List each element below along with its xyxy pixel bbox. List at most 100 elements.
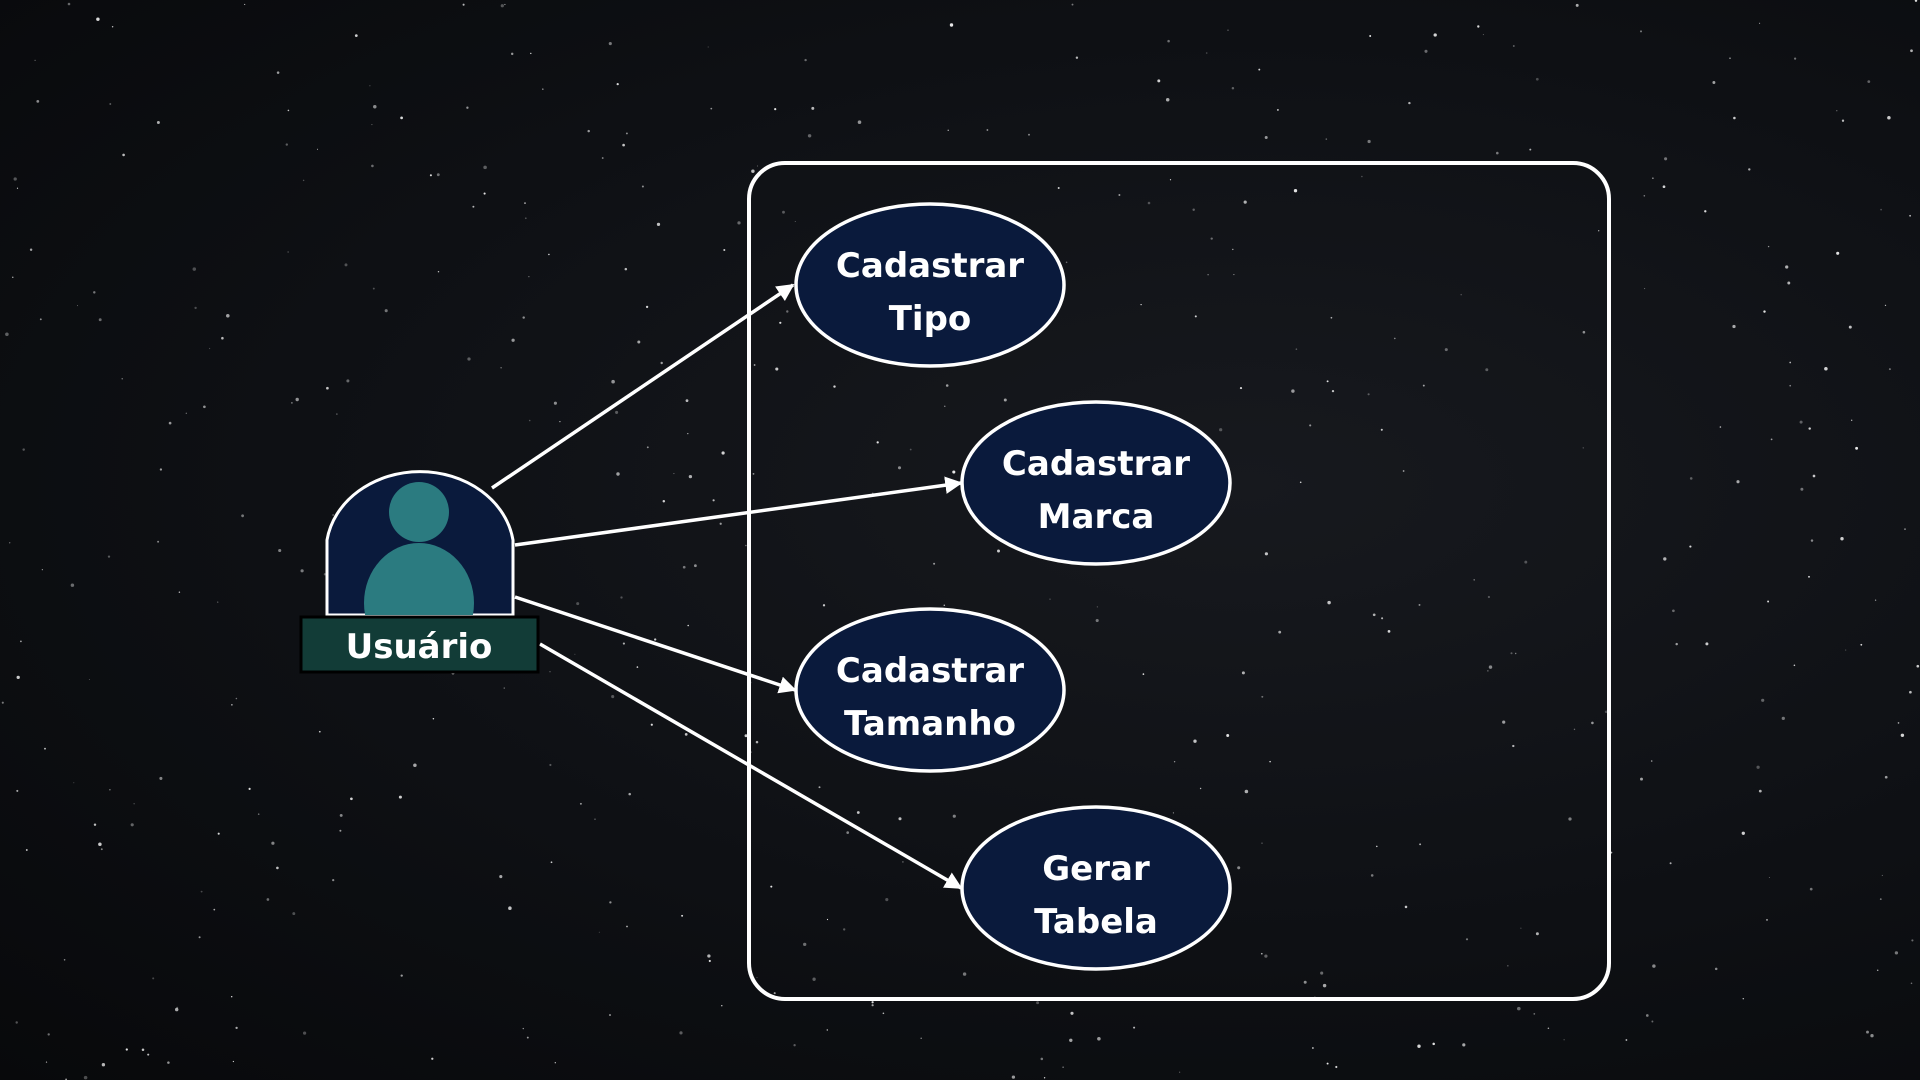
star [1663, 557, 1667, 561]
star [530, 52, 532, 55]
star [1496, 151, 1499, 155]
star [1133, 1026, 1136, 1029]
star [1514, 652, 1517, 655]
star [500, 367, 502, 369]
star [1157, 79, 1161, 83]
star [660, 361, 663, 365]
use-case-ellipse [794, 202, 1066, 368]
star [437, 270, 440, 273]
star [1880, 208, 1882, 211]
star [1591, 721, 1594, 725]
star [1824, 367, 1828, 371]
star [266, 898, 270, 901]
star [384, 309, 388, 313]
star [511, 338, 515, 342]
star [542, 88, 544, 90]
use-case-cadastrar-tipo[interactable]: Cadastrar Tipo [794, 202, 1066, 368]
star [371, 124, 373, 126]
star [1326, 380, 1329, 383]
star [933, 562, 936, 565]
star [1808, 575, 1810, 578]
star [483, 192, 486, 195]
star [1575, 3, 1579, 7]
star [528, 419, 531, 422]
star [1380, 428, 1383, 431]
star [1756, 765, 1760, 769]
star [1325, 138, 1328, 140]
star [1293, 189, 1298, 193]
star [687, 624, 690, 627]
star [1487, 595, 1491, 599]
star [1433, 33, 1437, 37]
star [793, 1044, 796, 1047]
star [1860, 643, 1863, 646]
star [1763, 310, 1766, 313]
star [554, 1062, 556, 1064]
star [1524, 560, 1528, 564]
star [611, 695, 615, 699]
star [756, 977, 758, 979]
star [1520, 927, 1522, 929]
star [159, 776, 163, 780]
star [1376, 845, 1378, 848]
star [1625, 1039, 1628, 1041]
star [1402, 470, 1405, 472]
star [1810, 539, 1814, 542]
star [13, 177, 17, 181]
use-case-cadastrar-marca[interactable]: Cadastrar Marca [960, 400, 1232, 566]
star [1748, 168, 1751, 171]
star [1547, 1027, 1550, 1029]
star [744, 734, 748, 738]
star [1003, 398, 1007, 402]
star [1845, 649, 1847, 651]
star [1071, 3, 1074, 6]
star [1278, 630, 1282, 634]
star [109, 103, 112, 105]
star [1040, 1057, 1044, 1061]
star [943, 604, 946, 607]
star [20, 640, 22, 643]
star [902, 861, 904, 863]
star [1291, 389, 1295, 393]
star [1767, 245, 1770, 248]
star [1243, 200, 1247, 204]
star [1848, 325, 1852, 329]
star [681, 914, 684, 917]
star [1870, 1034, 1874, 1038]
star [952, 814, 956, 818]
star [1233, 274, 1235, 276]
use-case-label-line1: Gerar [1042, 849, 1150, 889]
star [5, 332, 9, 337]
star [1227, 29, 1229, 31]
star [833, 385, 836, 388]
star [1640, 30, 1642, 33]
star [1836, 251, 1840, 255]
star [1916, 664, 1920, 668]
star [1167, 39, 1170, 43]
star [1173, 761, 1176, 763]
star [504, 3, 506, 6]
star [1742, 997, 1745, 1000]
star [628, 792, 631, 796]
star [1652, 177, 1654, 179]
star [39, 318, 42, 321]
actor-usuario[interactable]: Usuário [299, 470, 540, 674]
use-case-cadastrar-tamanho[interactable]: Cadastrar Tamanho [794, 607, 1066, 773]
star [344, 263, 348, 267]
use-case-gerar-tabela[interactable]: Gerar Tabela [960, 805, 1232, 971]
star [1841, 119, 1845, 122]
star [354, 34, 358, 37]
star [616, 472, 620, 476]
star [499, 875, 503, 879]
association-arrow-tamanho [514, 595, 797, 694]
star [1241, 671, 1245, 675]
star [1874, 599, 1877, 601]
star [682, 565, 686, 569]
star [1759, 22, 1761, 24]
star [609, 1014, 611, 1016]
star [1669, 862, 1672, 865]
star [1330, 316, 1333, 319]
star [587, 129, 590, 133]
star [826, 918, 829, 921]
use-case-label-line2: Tamanho [844, 704, 1016, 744]
